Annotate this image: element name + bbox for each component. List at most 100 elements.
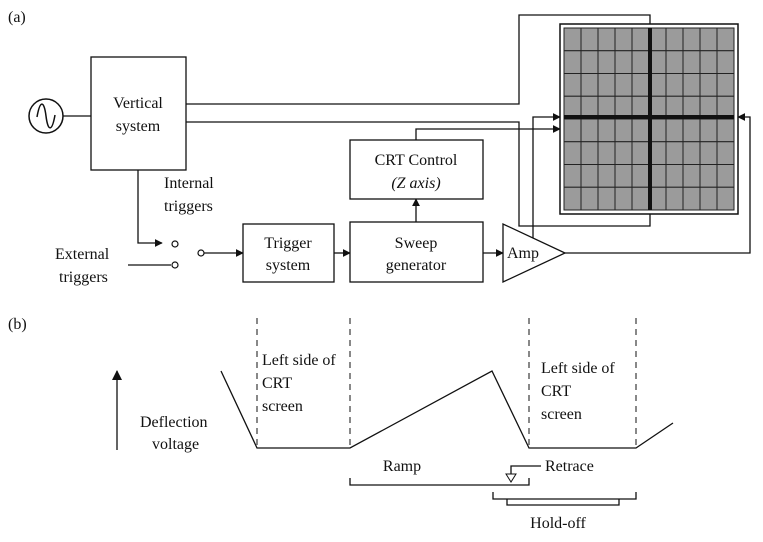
crt-grid-cell [716,73,735,97]
crt-grid-cell [716,164,735,188]
crt-grid-cell [631,73,650,97]
crt-grid-cell [580,186,599,211]
crt-grid-cell [682,73,701,97]
crt-grid-cell [699,27,718,52]
amp-label: Amp [507,245,539,262]
internal-triggers-label-1: Internal [164,175,214,192]
crt-grid-cell [580,27,599,52]
crt-grid-cell [665,164,684,188]
trigger-system-label-2: system [266,257,311,274]
signal-source-icon [28,98,64,134]
left-side-1-label-3: screen [262,398,303,415]
sweep-generator-box [349,221,484,283]
crt-grid-cell [631,186,650,211]
panel-b-label: (b) [8,316,27,333]
hold-off-label: Hold-off [530,515,586,532]
z-axis-wire [415,125,561,140]
vertical-system-label-2: system [116,118,161,135]
crt-grid-cell [699,50,718,74]
sweep-waveform [220,370,674,449]
left-side-2-label-2: CRT [541,383,571,400]
external-triggers-label-1: External [55,246,110,263]
crt-grid-cell [665,27,684,52]
vertical-output-bottom-wire [186,121,654,227]
crt-grid-cell [580,50,599,74]
crt-grid-cell [597,118,616,143]
crt-grid-cell [699,73,718,97]
crt-grid-cell [614,73,633,97]
hold-off-inner-bracket [506,499,620,506]
retrace-label: Retrace [545,458,594,475]
crt-grid-cell [563,118,582,143]
deflection-voltage-label-1: Deflection [140,414,208,431]
crt-grid-cell [580,164,599,188]
crt-grid-cell [597,186,616,211]
crt-grid-cell [580,73,599,97]
crt-grid-cell [682,141,701,165]
crt-grid-cell [563,164,582,188]
crt-grid-cell [614,27,633,52]
vertical-output-top-wire [186,14,654,105]
crt-grid-cell [716,27,735,52]
internal-triggers-label-2: triggers [164,198,213,215]
crt-screen [559,23,739,215]
crt-grid-cell [563,73,582,97]
retrace-arrowhead [505,473,517,483]
crt-grid-cell [682,50,701,74]
crt-grid-cell [597,50,616,74]
crt-grid-cell [597,27,616,52]
crt-grid-cell [597,73,616,97]
vertical-system-box [90,56,187,171]
crt-grid-cell [665,50,684,74]
crt-grid-cell [597,164,616,188]
crt-grid-cell [665,186,684,211]
crt-grid-cell [580,118,599,143]
ramp-label: Ramp [383,458,421,475]
crt-grid-cell [699,141,718,165]
crt-grid-cell [699,118,718,143]
crt-grid-cell [631,164,650,188]
amp-to-right-plate-wire [565,113,751,254]
crt-grid-cell [563,27,582,52]
crt-grid-cell [699,186,718,211]
crt-grid-cell [682,118,701,143]
crt-grid-cell [716,118,735,143]
crt-grid-cell [614,118,633,143]
crt-grid-cell [614,186,633,211]
crt-grid-cell [563,141,582,165]
crt-grid-cell [716,186,735,211]
trigger-selector-switch [171,240,205,269]
hold-off-bracket [492,492,637,500]
left-side-1-label-1: Left side of [262,352,336,369]
crt-grid-cell [597,141,616,165]
crt-grid-cell [614,164,633,188]
sweep-generator-label-1: Sweep [395,235,438,252]
panel-a-label: (a) [8,9,26,26]
left-side-2-label-3: screen [541,406,582,423]
crt-grid-cell [716,50,735,74]
crt-control-label-2: (Z axis) [391,175,440,192]
crt-grid-cell [631,27,650,52]
deflection-voltage-label-2: voltage [152,436,199,453]
amp-to-left-plate-wire [532,113,561,238]
ramp-bracket [349,478,530,486]
crt-grid-cell [665,118,684,143]
vertical-system-label-1: Vertical [113,95,163,112]
crt-grid-cell [580,141,599,165]
crt-grid-cell [682,186,701,211]
trigger-system-box [242,223,335,283]
crt-grid-cell [563,50,582,74]
amp-triangle [502,222,567,284]
retrace-pointer [510,465,541,475]
crt-grid-cell [614,50,633,74]
trigger-system-label-1: Trigger [264,235,312,252]
left-side-1-label-2: CRT [262,375,292,392]
crt-grid-cell [563,186,582,211]
crt-grid-cell [682,27,701,52]
crt-grid-cell [716,141,735,165]
internal-trigger-wire [137,170,163,247]
crt-grid-cell [665,73,684,97]
crt-grid-cell [682,164,701,188]
external-triggers-label-2: triggers [59,269,108,286]
